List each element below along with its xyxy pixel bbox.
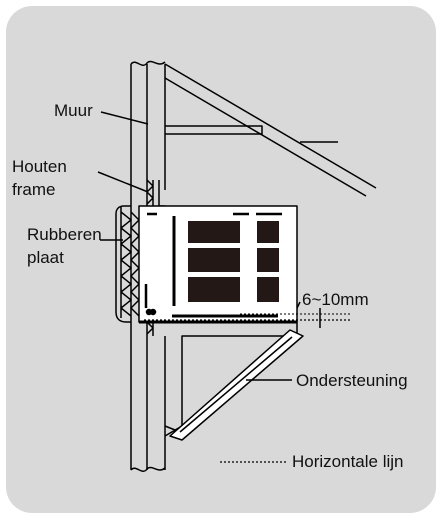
label-wood-frame-1: Houten (12, 157, 67, 176)
wood-frame (146, 179, 165, 207)
label-horizontal-line: Horizontale lijn (292, 452, 404, 471)
awning-beam (164, 63, 377, 197)
awning-brace (165, 125, 263, 135)
grille-block (188, 248, 240, 272)
grille-block (257, 277, 279, 302)
grille-block (257, 221, 279, 243)
grille-block (188, 221, 240, 243)
wall-break-top (130, 60, 166, 66)
rubber-plate (120, 206, 132, 318)
label-support: Ondersteuning (296, 371, 408, 390)
leader-gap (296, 301, 321, 328)
leader-wall (100, 111, 149, 125)
label-rubber-1: Rubberen (27, 225, 102, 244)
label-gap: 6~10mm (302, 290, 369, 309)
grille-block (257, 248, 279, 272)
unit-side-bracket (115, 205, 131, 323)
label-rubber-2: plaat (27, 248, 64, 267)
support-bracket (164, 321, 298, 437)
wall-break-bottom (130, 466, 166, 472)
label-wood-frame-2: frame (12, 180, 56, 199)
label-wall: Muur (54, 101, 93, 120)
grille-block (188, 277, 240, 302)
rubber-plate-right (130, 211, 140, 317)
leader-frame (97, 171, 149, 193)
support-foot (164, 425, 176, 431)
support-diagonal-inner (179, 336, 293, 433)
